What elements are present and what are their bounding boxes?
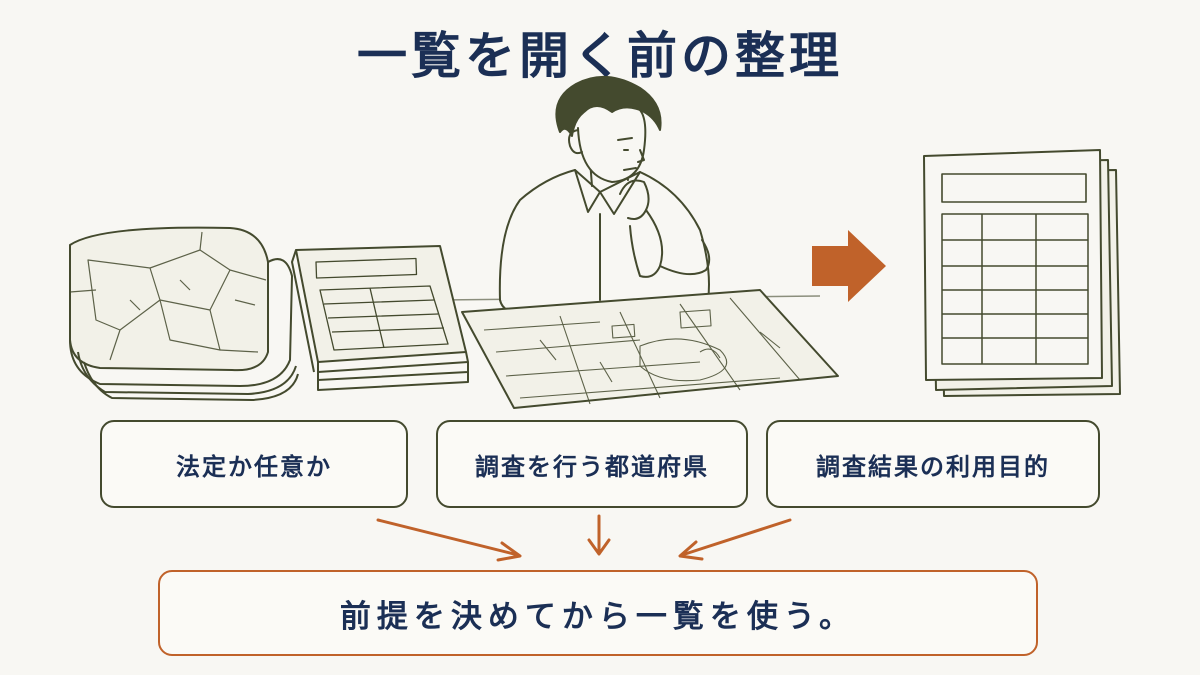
folded-map-icon bbox=[69, 226, 299, 401]
arrow-right-to-center bbox=[680, 518, 792, 557]
right-arrow-icon bbox=[812, 230, 886, 302]
factor-label: 法定か任意か bbox=[176, 452, 332, 481]
factor-label: 調査結果の利用目的 bbox=[816, 452, 1050, 481]
document-stack-icon bbox=[291, 245, 469, 391]
conclusion-text: 前提を決めてから一覧を使う。 bbox=[339, 598, 857, 635]
arrow-left-to-center bbox=[376, 518, 520, 557]
connector-arrows bbox=[376, 514, 792, 562]
factor-box-purpose: 調査結果の利用目的 bbox=[766, 420, 1100, 508]
factor-box-prefecture: 調査を行う都道府県 bbox=[436, 420, 748, 508]
spreadsheet-list-icon bbox=[923, 149, 1121, 397]
factor-box-legal: 法定か任意か bbox=[100, 420, 408, 508]
factor-label: 調査を行う都道府県 bbox=[475, 452, 709, 481]
conclusion-box: 前提を決めてから一覧を使う。 bbox=[158, 570, 1038, 656]
desk-map-icon bbox=[461, 289, 839, 409]
page-title: 一覧を開く前の整理 bbox=[357, 27, 843, 85]
